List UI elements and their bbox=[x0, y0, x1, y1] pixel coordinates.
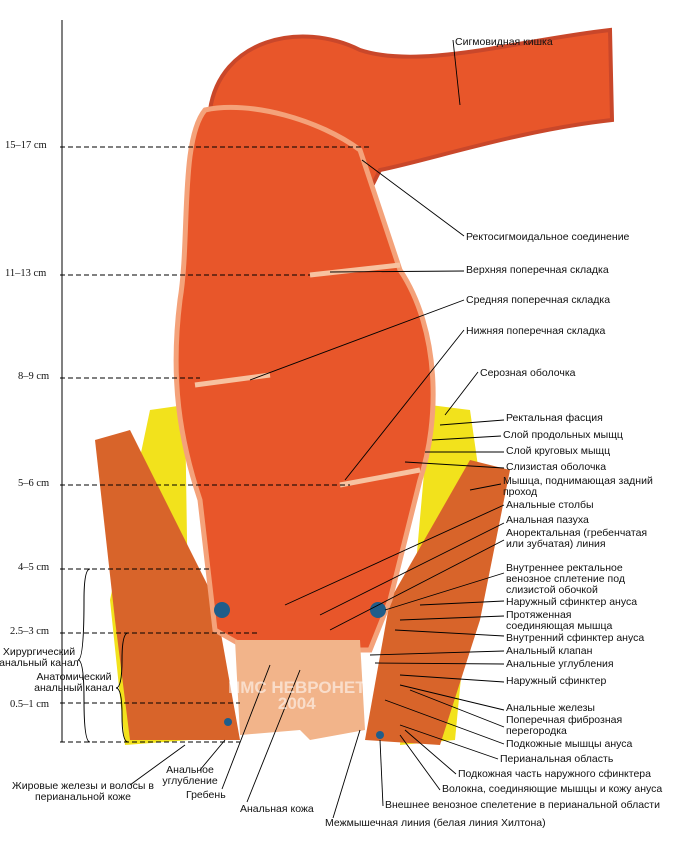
transverse-fold-upper bbox=[309, 262, 401, 278]
scale-lines bbox=[60, 20, 370, 743]
venous-plexus-external bbox=[224, 718, 232, 726]
label: Анальные столбы bbox=[506, 499, 594, 511]
scale-label: 0.5–1 cm bbox=[10, 699, 50, 710]
label: Мышца, поднимающая задний проход bbox=[503, 475, 653, 498]
label: Межмышечная линия (белая линия Хилтона) bbox=[325, 817, 546, 829]
transverse-fold-lower bbox=[339, 467, 421, 488]
label: Перианальная область bbox=[500, 753, 614, 765]
label: Анальные железы bbox=[506, 702, 595, 714]
scale-label: 2.5–3 cm bbox=[10, 626, 50, 637]
label: Поперечная фиброзная перегородка bbox=[506, 714, 623, 737]
scale-label: 8–9 cm bbox=[18, 371, 50, 382]
leader-lines bbox=[129, 39, 505, 819]
right-sphincter-muscle bbox=[365, 460, 510, 745]
label: Волокна, соединяющие мышцы и кожу ануса bbox=[442, 783, 663, 795]
surgical-anal-canal-label: Хирургический анальный канал bbox=[0, 646, 79, 669]
label: Внутреннее ректальное венозное сплетение… bbox=[506, 562, 625, 596]
venous-plexus-right bbox=[370, 602, 386, 618]
transverse-fold-middle bbox=[194, 372, 271, 388]
label: Подкожная часть наружного сфинктера bbox=[458, 768, 651, 780]
label: Средняя поперечная складка bbox=[466, 294, 611, 306]
label: Гребень bbox=[186, 789, 226, 801]
scale-label: 4–5 cm bbox=[18, 562, 50, 573]
label: Ректосигмоидальное соединение bbox=[466, 231, 630, 243]
rectum bbox=[173, 104, 436, 653]
venous-plexus-left bbox=[214, 602, 230, 618]
label: Аноректальная (гребенчатая или зубчатая)… bbox=[506, 527, 648, 550]
label: Наружный сфинктер bbox=[506, 675, 607, 687]
label: Анальный клапан bbox=[506, 645, 593, 657]
anal-canal bbox=[235, 640, 365, 740]
label: Протяженная соединяющая мышца bbox=[506, 609, 613, 632]
label: Слизистая оболочка bbox=[506, 461, 607, 473]
scale-label: 5–6 cm bbox=[18, 478, 50, 489]
label: Серозная оболочка bbox=[480, 367, 576, 379]
label: Анальное углубление bbox=[162, 764, 218, 787]
label: Внутренний сфинктер ануса bbox=[506, 632, 645, 644]
left-sphincter-muscle bbox=[95, 430, 240, 740]
venous-plexus-external bbox=[376, 731, 384, 739]
label-sigmoid: Сигмовидная кишка bbox=[455, 36, 553, 48]
label: Верхняя поперечная складка bbox=[466, 264, 609, 276]
label: Нижняя поперечная складка bbox=[466, 325, 606, 337]
label: Слой продольных мыщц bbox=[503, 429, 623, 441]
scale-label: 11–13 cm bbox=[5, 268, 47, 279]
label: Подкожные мышцы ануса bbox=[506, 738, 633, 750]
label: Анальная пазуха bbox=[506, 514, 589, 526]
label: Наружный сфинктер ануса bbox=[506, 596, 638, 608]
label: Анальные углубления bbox=[506, 658, 614, 670]
label: Слой круговых мыщц bbox=[506, 445, 611, 457]
label: Жировые железы и волосы в перианальной к… bbox=[12, 780, 154, 803]
anatomical-anal-canal-label: Анатомический анальный канал bbox=[34, 671, 114, 694]
label: Анальная кожа bbox=[240, 803, 314, 815]
label: Внешнее венозное спелетение в перианальн… bbox=[385, 799, 660, 811]
scale-label: 15–17 cm bbox=[5, 140, 47, 151]
label: Ректальная фасция bbox=[506, 412, 603, 424]
